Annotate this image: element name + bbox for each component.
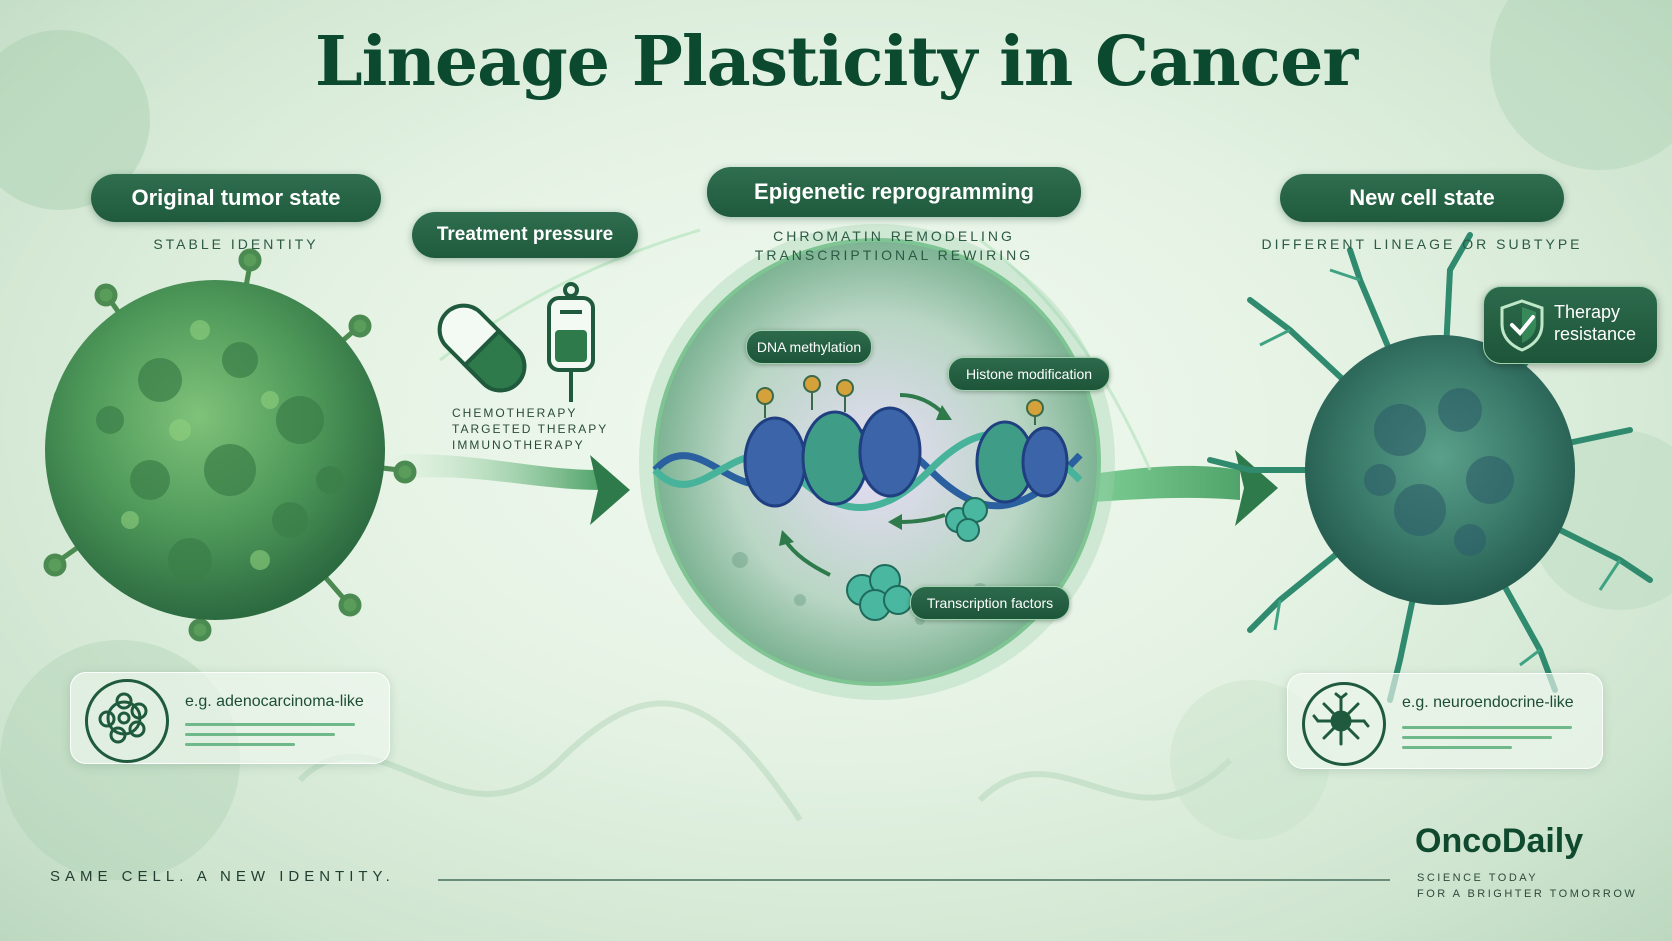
placeholder-line: [1402, 726, 1572, 729]
example-original-text: e.g. adenocarcinoma-like: [185, 693, 364, 710]
footer-divider: [438, 879, 1390, 881]
flow-stream-left: [390, 454, 600, 490]
pill-icon: [437, 303, 527, 393]
neuroendocrine-cell-icon: [1302, 682, 1386, 766]
stage-treatment-label: Treatment pressure: [412, 212, 638, 258]
example-new-text: e.g. neuroendocrine-like: [1402, 694, 1574, 711]
mechanism-histone-modification: Histone modification: [948, 357, 1110, 391]
placeholder-line: [1402, 736, 1552, 739]
placeholder-line: [1402, 746, 1512, 749]
tumor-cell-illustration: [43, 248, 417, 642]
stage-original-label: Original tumor state: [91, 174, 381, 222]
therapy-list: CHEMOTHERAPY TARGETED THERAPY IMMUNOTHER…: [452, 405, 608, 453]
stage-epigenetic-subtitle-1: CHROMATIN REMODELING: [773, 228, 1015, 244]
page-title: Lineage Plasticity in Cancer: [314, 22, 1358, 102]
tumor-cell-icon: [85, 679, 169, 763]
mechanism-dna-methylation: DNA methylation: [746, 330, 872, 364]
nucleus-illustration: [639, 224, 1115, 700]
stage-epigenetic-subtitle-2: TRANSCRIPTIONAL REWIRING: [754, 247, 1034, 263]
example-card-new: e.g. neuroendocrine-like: [1287, 673, 1603, 769]
therapy-item: TARGETED THERAPY: [452, 422, 609, 436]
brand-tagline-1: SCIENCE TODAY: [1417, 872, 1539, 884]
mechanism-transcription-factors: Transcription factors: [910, 586, 1070, 620]
placeholder-line: [185, 723, 355, 726]
badge-line-1: Therapy: [1554, 302, 1621, 322]
therapy-item: IMMUNOTHERAPY: [452, 438, 585, 452]
arrow-right-icon: [1235, 450, 1278, 526]
therapy-resistance-badge: Therapy resistance: [1483, 286, 1658, 364]
example-card-original: e.g. adenocarcinoma-like: [70, 672, 390, 764]
badge-line-2: resistance: [1554, 324, 1637, 344]
brand-tagline-2: FOR A BRIGHTER TOMORROW: [1417, 888, 1638, 900]
brand-name: OncoDaily: [1415, 822, 1584, 860]
stage-epigenetic-label: Epigenetic reprogramming: [707, 167, 1081, 217]
placeholder-line: [185, 733, 335, 736]
placeholder-line: [185, 743, 295, 746]
arrow-right-icon: [590, 455, 630, 525]
stage-new-label: New cell state: [1280, 174, 1564, 222]
iv-bag-icon: [547, 282, 595, 402]
stage-original-subtitle: STABLE IDENTITY: [153, 236, 319, 252]
therapy-item: CHEMOTHERAPY: [452, 406, 578, 420]
stage-new-subtitle: DIFFERENT LINEAGE OR SUBTYPE: [1261, 236, 1583, 252]
footer-tagline: SAME CELL. A NEW IDENTITY.: [50, 868, 395, 885]
shield-check-icon: [1500, 299, 1544, 352]
